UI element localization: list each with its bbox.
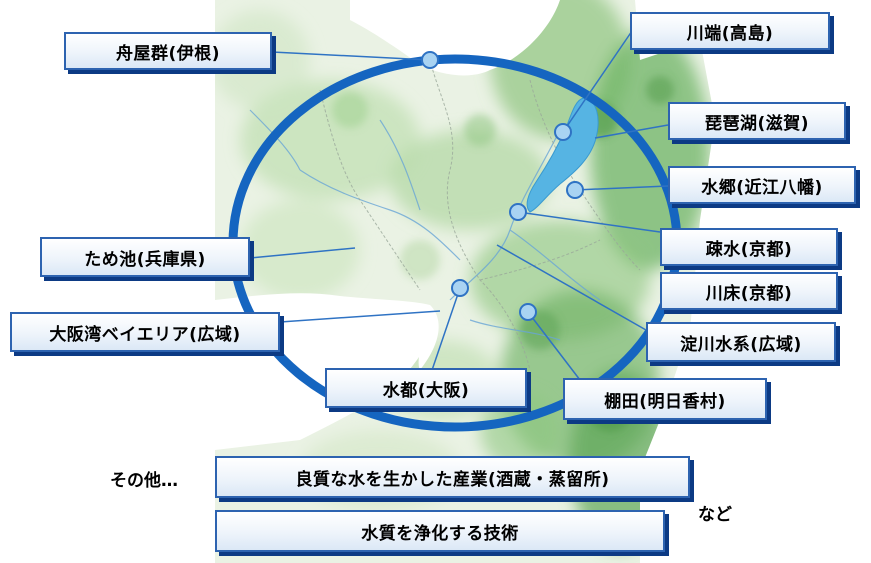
label-suito-osaka: 水都(大阪) [325, 368, 527, 408]
label-biwako-shiga: 琵琶湖(滋賀) [668, 102, 846, 140]
marker-takashima [554, 123, 572, 141]
others-item-water-purification: 水質を浄化する技術 [215, 510, 665, 552]
label-tanada-asuka: 棚田(明日香村) [563, 378, 767, 420]
marker-ine [421, 51, 439, 69]
others-item-sake-industry: 良質な水を生かした産業(酒蔵・蒸留所) [215, 456, 690, 498]
label-kawadoko-kyoto: 川床(京都) [660, 272, 838, 310]
marker-osaka [451, 279, 469, 297]
rivers [249, 109, 601, 341]
label-kawabata-takashima: 川端(高島) [630, 12, 830, 50]
others-prefix: その他… [110, 471, 178, 491]
marker-kyoto [509, 203, 527, 221]
connector-lines [249, 30, 669, 381]
label-suigo-omihachiman: 水郷(近江八幡) [668, 166, 856, 204]
label-tameike-hyogo: ため池(兵庫県) [40, 237, 250, 277]
label-sosui-kyoto: 疎水(京都) [660, 228, 838, 266]
marker-omihachiman [566, 181, 584, 199]
label-funaya-ine: 舟屋群(伊根) [64, 32, 272, 70]
label-yodogawa-system: 淀川水系(広域) [646, 322, 836, 362]
marker-asuka [519, 303, 537, 321]
label-osaka-bay-area: 大阪湾ベイエリア(広域) [10, 312, 280, 352]
location-markers [421, 51, 584, 321]
others-suffix: など [698, 505, 732, 525]
